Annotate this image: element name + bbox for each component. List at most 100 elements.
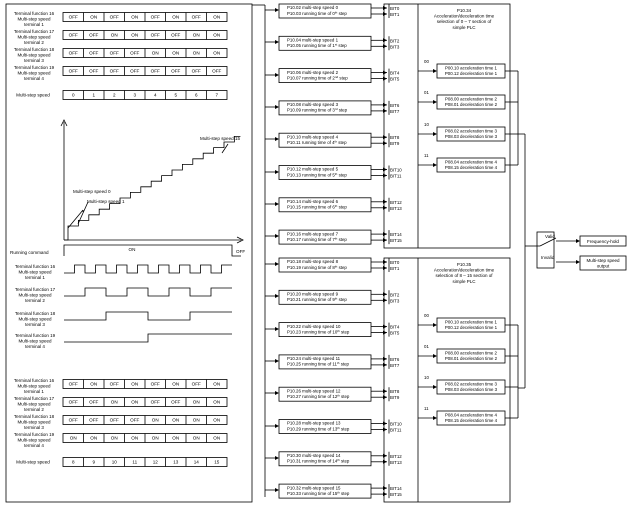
top-table-cell: ON bbox=[213, 15, 220, 20]
bottom-table-speed-cell: 8 bbox=[72, 460, 75, 465]
mso-arrow bbox=[576, 260, 580, 264]
bottom-group-title: simple PLC bbox=[452, 279, 476, 284]
top-accel-line1: P08.04 acceleration time 4 bbox=[445, 159, 498, 164]
top-table-row-label: terminal 4 bbox=[24, 76, 44, 81]
bottom-table-speed-cell: 13 bbox=[173, 460, 179, 465]
accel-arrow bbox=[433, 132, 437, 136]
top-step-time: P10.17 running time of 7th step bbox=[287, 236, 347, 242]
bottom-bit: BIT6 bbox=[390, 357, 400, 362]
top-table-cell: OFF bbox=[151, 33, 160, 38]
bottom-step-box bbox=[278, 257, 372, 273]
bottom-table-cell: ON bbox=[111, 400, 118, 405]
bottom-step-box bbox=[278, 289, 372, 305]
bottom-table-row-label: terminal 4 bbox=[24, 443, 44, 448]
top-step-speed: P10.16 multi-step speed 7 bbox=[287, 231, 339, 236]
top-table-speed-label: Multi-step speed bbox=[16, 93, 50, 98]
bottom-table-cell: ON bbox=[193, 418, 200, 423]
terminal-4-label: Terminal function 19 bbox=[15, 333, 56, 338]
bottom-table-cell: OFF bbox=[171, 400, 180, 405]
bottom-step-speed: P10.18 multi-step speed 8 bbox=[287, 259, 339, 264]
top-table-cell: ON bbox=[111, 33, 118, 38]
top-step-box bbox=[278, 100, 372, 116]
top-table-speed-cell: 0 bbox=[72, 93, 75, 98]
top-table-cell: OFF bbox=[69, 15, 78, 20]
top-accel-code: 11 bbox=[424, 153, 429, 158]
speed15-pointer bbox=[221, 143, 229, 154]
speed-0-label: Multi-step speed 0 bbox=[73, 189, 111, 194]
top-bit: BIT2 bbox=[390, 38, 400, 43]
feed-arrow bbox=[275, 262, 279, 266]
bottom-table-cell: ON bbox=[193, 400, 200, 405]
top-table-cell: OFF bbox=[89, 51, 98, 56]
top-group-title: simple PLC bbox=[452, 25, 476, 30]
bottom-table-row-label: Terminal function 19 bbox=[14, 432, 55, 437]
bottom-accel-line1: P00.10 acceleration time 1 bbox=[445, 319, 498, 324]
top-bit: BIT10 bbox=[390, 168, 402, 173]
running-on-label: ON bbox=[129, 247, 136, 252]
graph-y-arrow bbox=[60, 119, 68, 127]
terminal-1-waveform bbox=[64, 264, 232, 274]
top-table-cell: OFF bbox=[69, 33, 78, 38]
bottom-step-time: P10.31 running time of 14th step bbox=[287, 458, 350, 464]
top-accel-code: 00 bbox=[424, 59, 429, 64]
feed-arrow bbox=[275, 359, 279, 363]
bottom-step-time: P10.25 running time of 11th step bbox=[287, 361, 350, 367]
bottom-bit: BIT9 bbox=[390, 395, 400, 400]
feed-arrow bbox=[275, 327, 279, 331]
top-bit: BIT4 bbox=[390, 71, 400, 76]
bottom-table-cell: ON bbox=[131, 382, 138, 387]
top-table-cell: OFF bbox=[192, 15, 201, 20]
terminal-4-label: Multi-step speed bbox=[18, 338, 52, 343]
bottom-bit: BIT3 bbox=[390, 298, 400, 303]
top-table-cell: ON bbox=[131, 33, 138, 38]
bottom-table-row-label: terminal 2 bbox=[24, 407, 44, 412]
bottom-table-cell: ON bbox=[213, 436, 220, 441]
bottom-step-speed: P10.30 multi-step speed 14 bbox=[287, 453, 341, 458]
top-bit: BIT11 bbox=[390, 174, 402, 179]
bottom-accel-code: 01 bbox=[424, 344, 429, 349]
terminal-3-label: Multi-step speed bbox=[18, 316, 52, 321]
bottom-step-time: P10.27 running time of 12th step bbox=[287, 394, 350, 400]
running-command-label: Running command bbox=[10, 250, 49, 255]
switch-blade bbox=[539, 237, 557, 247]
running-off-label: OFF bbox=[236, 249, 245, 254]
top-table-row-label: Terminal function 18 bbox=[14, 47, 55, 52]
bottom-table-speed-label: Multi-step speed bbox=[16, 460, 50, 465]
bottom-table-speed-cell: 14 bbox=[194, 460, 200, 465]
bottom-bit: BIT7 bbox=[390, 363, 400, 368]
top-table-row-label: Multi-step speed bbox=[17, 52, 51, 57]
accel-arrow bbox=[433, 163, 437, 167]
top-step-time: P10.09 running time of 3rd step bbox=[287, 107, 348, 113]
top-table-speed-cell: 6 bbox=[195, 93, 198, 98]
bottom-table-cell: ON bbox=[90, 436, 97, 441]
bottom-table-row-label: Multi-step speed bbox=[17, 401, 51, 406]
bottom-table-cell: OFF bbox=[192, 382, 201, 387]
feed-arrow bbox=[275, 391, 279, 395]
accel-arrow bbox=[433, 385, 437, 389]
top-step-speed: P10.08 multi-step speed 3 bbox=[287, 102, 339, 107]
bottom-table-cell: ON bbox=[172, 418, 179, 423]
top-table-cell: ON bbox=[131, 15, 138, 20]
speed-15-label: Multi-step speed 15 bbox=[200, 136, 241, 141]
top-table-row-label: Multi-step speed bbox=[17, 34, 51, 39]
bottom-bit: BIT11 bbox=[390, 428, 402, 433]
top-table-speed-cell: 4 bbox=[154, 93, 157, 98]
top-table-row-label: Multi-step speed bbox=[17, 70, 51, 75]
terminal-4-label: terminal 4 bbox=[25, 344, 45, 349]
bottom-table-row-label: Multi-step speed bbox=[17, 437, 51, 442]
bottom-accel-code: 00 bbox=[424, 313, 429, 318]
top-table-cell: ON bbox=[193, 51, 200, 56]
bottom-table-speed-cell: 15 bbox=[214, 460, 220, 465]
running-command-signal bbox=[63, 244, 241, 257]
terminal-2-label: terminal 2 bbox=[25, 298, 45, 303]
top-table-cell: OFF bbox=[69, 69, 78, 74]
bottom-table-cell: OFF bbox=[110, 418, 119, 423]
bottom-step-time: P10.33 running time of 15th step bbox=[287, 490, 350, 496]
top-bit: BIT3 bbox=[390, 44, 400, 49]
top-table-cell: OFF bbox=[171, 33, 180, 38]
bottom-step-speed: P10.32 multi-step speed 15 bbox=[287, 485, 341, 490]
bottom-accel-code: 11 bbox=[424, 406, 429, 411]
top-table-cell: OFF bbox=[89, 33, 98, 38]
switch-invalid: Invalid bbox=[541, 255, 555, 260]
top-table-cell: OFF bbox=[110, 15, 119, 20]
